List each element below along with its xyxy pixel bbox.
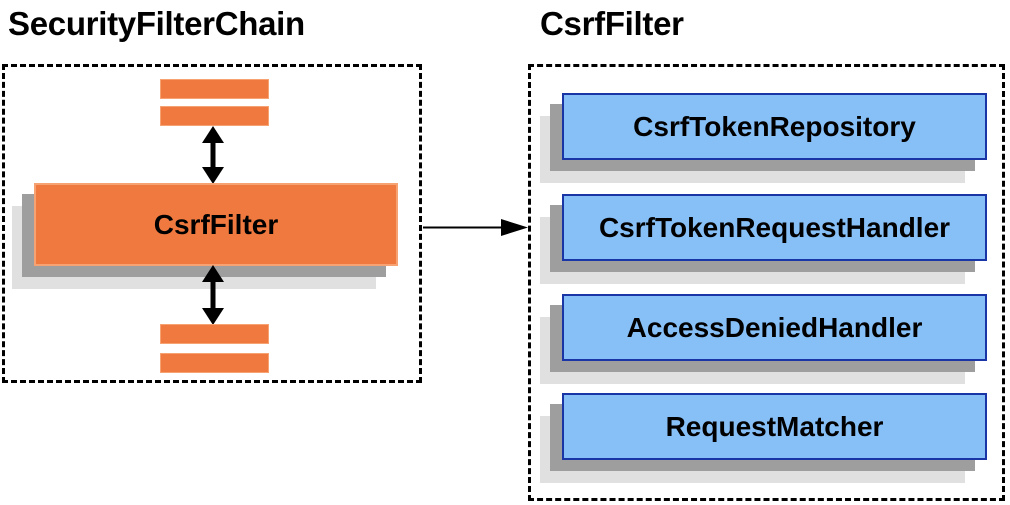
component-node-label: AccessDeniedHandler [562, 294, 987, 361]
filter-stack-bar [160, 324, 269, 344]
component-node-csrf-token-request-handler: CsrfTokenRequestHandler [540, 194, 987, 284]
security-filter-chain-title: SecurityFilterChain [8, 5, 305, 42]
csrf-filter-box [528, 64, 1005, 501]
security-filter-chain-box [2, 64, 422, 383]
filter-stack-bar [160, 353, 269, 373]
connector-arrow-icon [423, 219, 528, 236]
filter-stack-bar [160, 79, 269, 99]
csrf-filter-node: CsrfFilter [12, 183, 398, 289]
csrf-filter-title: CsrfFilter [540, 5, 684, 42]
double-arrow-icon [202, 126, 224, 184]
component-node-label: RequestMatcher [562, 393, 987, 460]
component-node-request-matcher: RequestMatcher [540, 393, 987, 483]
filter-stack-bar [160, 106, 269, 126]
component-node-csrf-token-repository: CsrfTokenRepository [540, 93, 987, 183]
component-node-access-denied-handler: AccessDeniedHandler [540, 294, 987, 384]
double-arrow-icon [202, 265, 224, 325]
component-node-label: CsrfTokenRepository [562, 93, 987, 160]
csrf-filter-node-label: CsrfFilter [34, 183, 398, 266]
component-node-label: CsrfTokenRequestHandler [562, 194, 987, 261]
